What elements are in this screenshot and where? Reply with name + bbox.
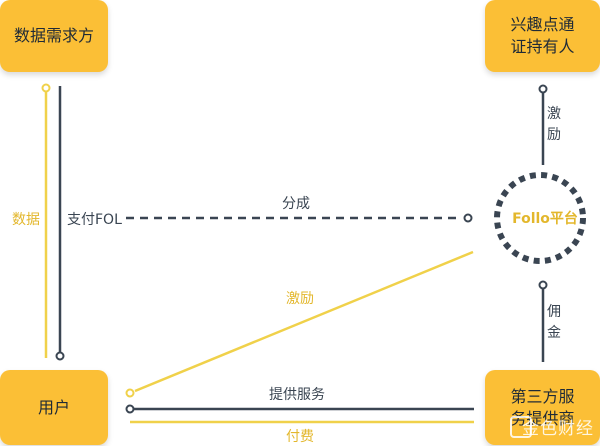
incentive-holder-label: 激 励 (547, 106, 561, 143)
incentive-holder-endpoint (538, 84, 548, 94)
data-flow-label: 数据 (12, 212, 40, 228)
incentive-user-endpoint (125, 388, 135, 398)
watermark-text: 金色财经 (522, 418, 594, 439)
incentive-user-label: 激励 (286, 291, 314, 307)
provide-service-label: 提供服务 (269, 387, 325, 403)
user-label: 用户 (37, 397, 70, 417)
pay-fol-endpoint (55, 351, 65, 361)
data-demander-label: 数据需求方 (13, 26, 94, 46)
third-party-label: 第三方服 务提供商 (510, 386, 575, 428)
payment-label: 付费 (286, 429, 314, 445)
platform-ring (494, 172, 586, 264)
commission-label: 佣 金 (547, 304, 561, 341)
watermark: 金色财经 (510, 410, 600, 442)
data-demander-box: 数据需求方 (0, 0, 108, 72)
token-holder-box: 兴趣点通 证持有人 (485, 0, 600, 72)
revenue-share-endpoint (463, 213, 473, 223)
incentive-user-line (134, 250, 474, 393)
user-box: 用户 (0, 370, 108, 445)
third-party-box: 第三方服 务提供商 (485, 370, 600, 445)
watermark-logo-icon (510, 416, 532, 438)
revenue-share-label: 分成 (282, 196, 310, 212)
commission-endpoint (538, 280, 548, 290)
data-flow-endpoint (41, 83, 51, 93)
pay-fol-label: 支付FOL (67, 212, 122, 228)
provide-service-endpoint (125, 404, 135, 414)
platform-label: Follo平台 (512, 211, 578, 227)
token-holder-label: 兴趣点通 证持有人 (510, 15, 575, 56)
